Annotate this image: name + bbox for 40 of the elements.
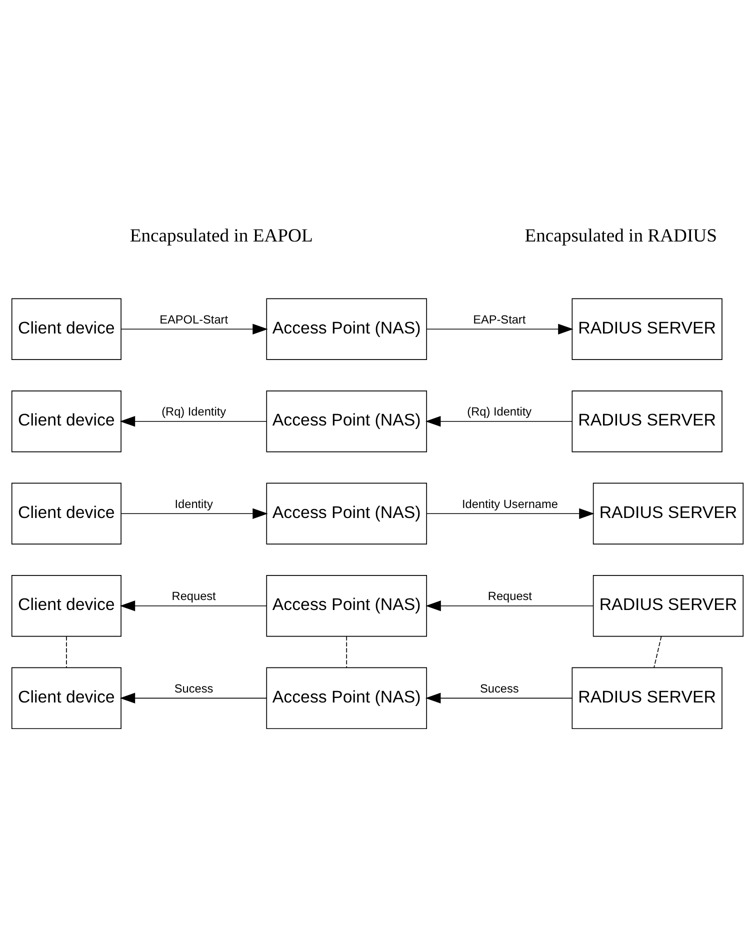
node-box: Access Point (NAS)	[266, 298, 428, 360]
edge-label: Sucess	[174, 680, 214, 695]
arrow	[120, 508, 268, 518]
node-box: RADIUS SERVER	[592, 574, 744, 636]
arrow	[426, 323, 574, 334]
arrow	[426, 508, 594, 518]
node-box: RADIUS SERVER	[572, 390, 722, 452]
arrow	[425, 692, 572, 703]
node-box: Access Point (NAS)	[266, 574, 428, 636]
arrow	[120, 416, 268, 426]
edge-label: Identity Username	[462, 496, 558, 510]
edge-label: Request	[488, 588, 532, 603]
connector	[346, 635, 348, 668]
node-box: RADIUS SERVER	[572, 666, 722, 729]
edge-label: Identity	[174, 496, 213, 510]
label: Encapsulated in EAPOL	[130, 225, 313, 246]
connector	[654, 635, 662, 668]
edge-label: EAPOL-Start	[160, 312, 228, 326]
arrow	[120, 600, 268, 611]
node-box: Client device	[11, 298, 122, 360]
arrow	[425, 416, 572, 426]
node-box: Access Point (NAS)	[266, 666, 428, 729]
edge-label: Sucess	[480, 680, 519, 695]
edge-label: (Rq) Identity	[162, 404, 226, 418]
node-box: Client device	[11, 482, 122, 544]
node-box: Client device	[11, 390, 122, 452]
edge-label: EAP-Start	[473, 312, 526, 326]
node-box: Access Point (NAS)	[266, 390, 428, 452]
node-box: Client device	[11, 666, 122, 729]
label: Encapsulated in RADIUS	[524, 225, 717, 246]
node-box: RADIUS SERVER	[572, 298, 722, 360]
node-box: RADIUS SERVER	[592, 482, 744, 544]
arrow	[426, 600, 594, 611]
node-box: Client device	[11, 574, 122, 636]
connector	[66, 635, 67, 668]
arrow	[120, 323, 268, 334]
edge-label: Request	[172, 588, 216, 603]
edge-label: (Rq) Identity	[467, 404, 532, 418]
arrow	[120, 692, 268, 703]
node-box: Access Point (NAS)	[266, 482, 428, 544]
